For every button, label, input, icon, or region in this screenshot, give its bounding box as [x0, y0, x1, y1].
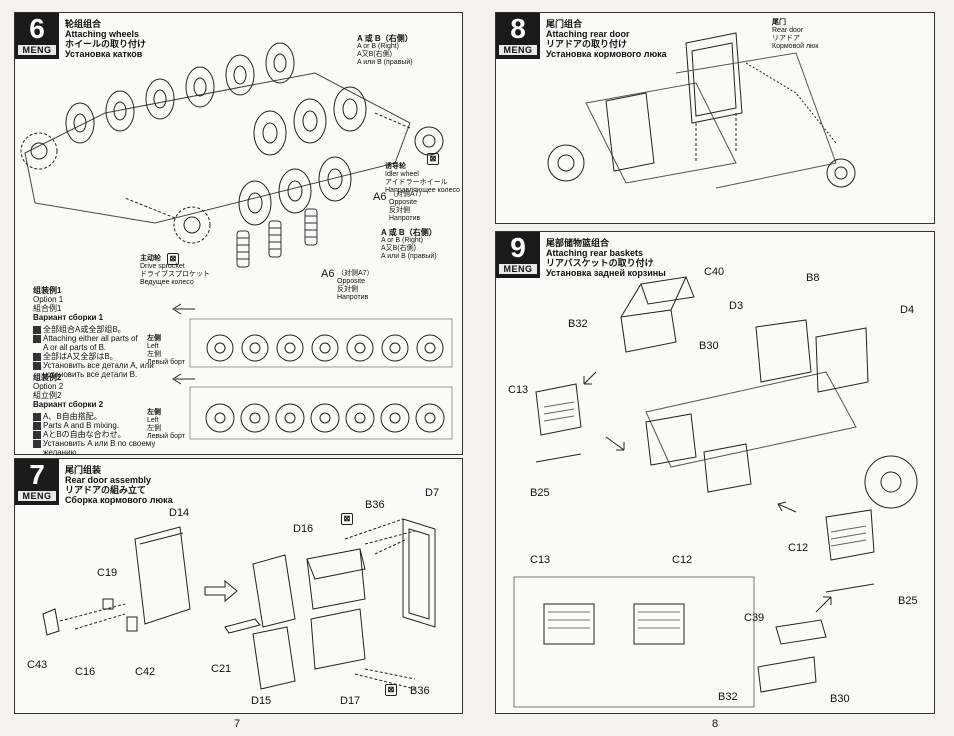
- label-d7: D7: [425, 487, 440, 499]
- label-d14: D14: [169, 507, 190, 519]
- step-9-title: 尾部储物篮组合 Attaching rear baskets リアバスケットの取…: [546, 238, 666, 278]
- a6-upper-note: （对侧A7） Opposite 反対側 Напротив: [389, 191, 426, 222]
- step-number-9: 9 MENG: [496, 232, 540, 278]
- label-d4: D4: [900, 304, 915, 316]
- drive-sprocket-label: 主动轮 Drive sprocket ドライブスプロケット Ведущее ко…: [140, 255, 210, 286]
- wheels-exploded-drawing: [20, 42, 453, 440]
- idler-wheel-label: 诱导轮 Idler wheel アイドラーホイール Направляющее к…: [385, 163, 460, 194]
- left-side-label-2: 左侧 Left 左側 Левый борт: [147, 409, 185, 440]
- option-1-block: 组装例1 Option 1 組合例1 Вариант сборки 1 全部组合…: [33, 286, 154, 379]
- label-d15: D15: [251, 695, 272, 707]
- page-number-right: 8: [712, 718, 719, 730]
- page-number-left: 7: [234, 718, 241, 730]
- step-number-6: 6 MENG: [15, 13, 59, 59]
- step-7-title: 尾门组装 Rear door assembly リアドアの組み立て Сборка…: [65, 465, 173, 505]
- label-c16: C16: [75, 666, 96, 678]
- ab-right-label: A 或 B（右侧） A or B (Right) A又B(右側) A или B…: [357, 34, 413, 67]
- label-c42: C42: [135, 666, 156, 678]
- label-d17: D17: [340, 695, 361, 707]
- label-b32-top: B32: [568, 318, 588, 330]
- label-b30-bottom: B30: [830, 693, 850, 705]
- step-6-panel: 6 MENG 轮组组合 Attaching wheels ホイールの取り付け У…: [14, 12, 463, 457]
- label-c43: C43: [27, 659, 48, 671]
- label-c12: C12: [788, 542, 809, 554]
- left-side-label-1: 左侧 Left 左側 Левый борт: [147, 335, 185, 366]
- step-number-7: 7 MENG: [15, 459, 59, 505]
- label-c39: C39: [744, 612, 765, 624]
- label-d16: D16: [293, 523, 314, 535]
- label-b25-left: B25: [530, 487, 550, 499]
- label-c13: C13: [508, 384, 529, 396]
- rear-door-assembly-drawing: [42, 518, 436, 690]
- a6-lower-note: （对侧A7） Opposite 反対側 Напротив: [337, 270, 374, 301]
- label-c13-photo: C13: [530, 554, 551, 566]
- label-c19: C19: [97, 567, 118, 579]
- rear-door-label: 尾门 Rear door リアドア Кормовой люк: [772, 19, 819, 50]
- step-7-panel: 7 MENG 尾门组装 Rear door assembly リアドアの組み立て…: [14, 458, 463, 714]
- no-glue-icon: ⊠: [341, 513, 353, 525]
- step-8-title: 尾门组合 Attaching rear door リアドアの取り付け Устан…: [546, 19, 667, 59]
- label-d3: D3: [729, 300, 744, 312]
- rear-baskets-drawing: [513, 276, 918, 708]
- step-9-panel: 9 MENG 尾部储物篮组合 Attaching rear baskets リア…: [495, 231, 935, 714]
- label-b36-top: B36: [365, 499, 385, 511]
- rear-door-attach-drawing: [547, 32, 856, 189]
- label-c21: C21: [211, 663, 232, 675]
- a6-upper-label: A6: [373, 191, 387, 203]
- label-b36-bottom: B36: [410, 685, 430, 697]
- option-2-block: 组装例2 Option 2 組立例2 Вариант сборки 2 A、B自…: [33, 373, 156, 457]
- no-glue-icon: ⊠: [385, 684, 397, 696]
- step-8-panel: 8 MENG 尾门组合 Attaching rear door リアドアの取り付…: [495, 12, 935, 224]
- step-number-8: 8 MENG: [496, 13, 540, 59]
- no-glue-icon: ⊠: [167, 253, 179, 265]
- label-b8: B8: [806, 272, 820, 284]
- no-glue-icon: ⊠: [427, 153, 439, 165]
- label-b30-top: B30: [699, 340, 719, 352]
- ab-right-label-2: A 或 B（右侧） A or B (Right) A又B(右側) A или B…: [381, 228, 437, 261]
- a6-lower-label: A6: [321, 268, 335, 280]
- label-c40: C40: [704, 266, 725, 278]
- step-6-title: 轮组组合 Attaching wheels ホイールの取り付け Установк…: [65, 19, 147, 59]
- label-c12-photo: C12: [672, 554, 693, 566]
- label-b25-right: B25: [898, 595, 918, 607]
- label-b32-bottom: B32: [718, 691, 738, 703]
